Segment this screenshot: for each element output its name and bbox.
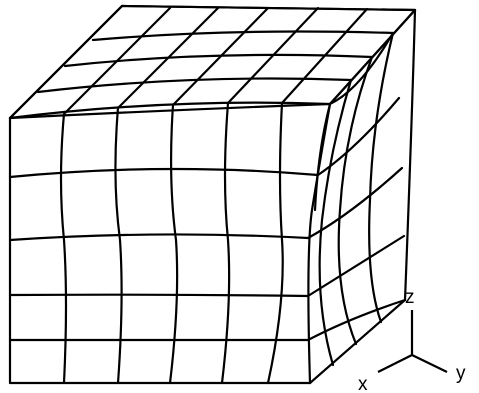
top-face-mesh xyxy=(8,4,417,120)
coordinate-axes: z x y xyxy=(358,287,466,393)
x-axis-line xyxy=(377,354,413,373)
mesh-grid xyxy=(8,4,417,385)
y-axis-label: y xyxy=(456,363,466,384)
x-axis-label: x xyxy=(358,374,368,393)
z-axis-label: z xyxy=(405,287,415,308)
side-face-mesh xyxy=(306,8,417,385)
y-axis-line xyxy=(411,354,448,373)
front-face-mesh xyxy=(8,101,332,385)
